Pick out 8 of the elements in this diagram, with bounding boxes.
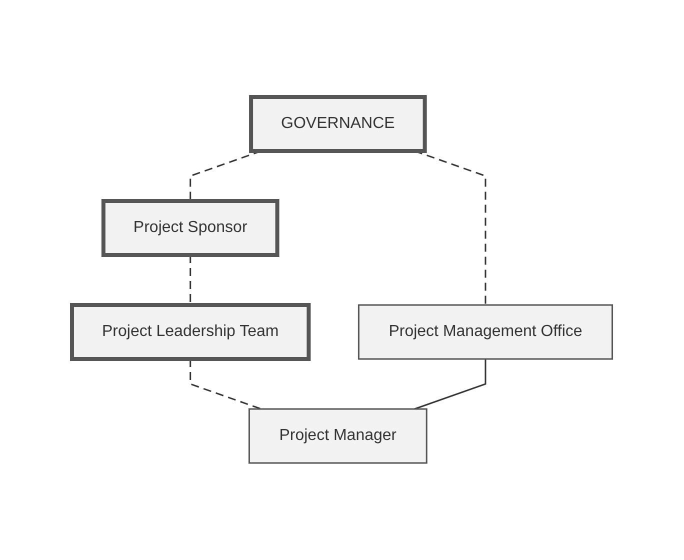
node-box: Project Manager <box>248 408 428 464</box>
node-box: Project Management Office <box>358 304 613 360</box>
connector <box>189 255 191 305</box>
connector <box>189 359 262 410</box>
node-box: GOVERNANCE <box>248 95 427 153</box>
node-box: Project Leadership Team <box>70 303 311 361</box>
connector <box>414 359 486 410</box>
node-box: Project Sponsor <box>101 199 280 257</box>
